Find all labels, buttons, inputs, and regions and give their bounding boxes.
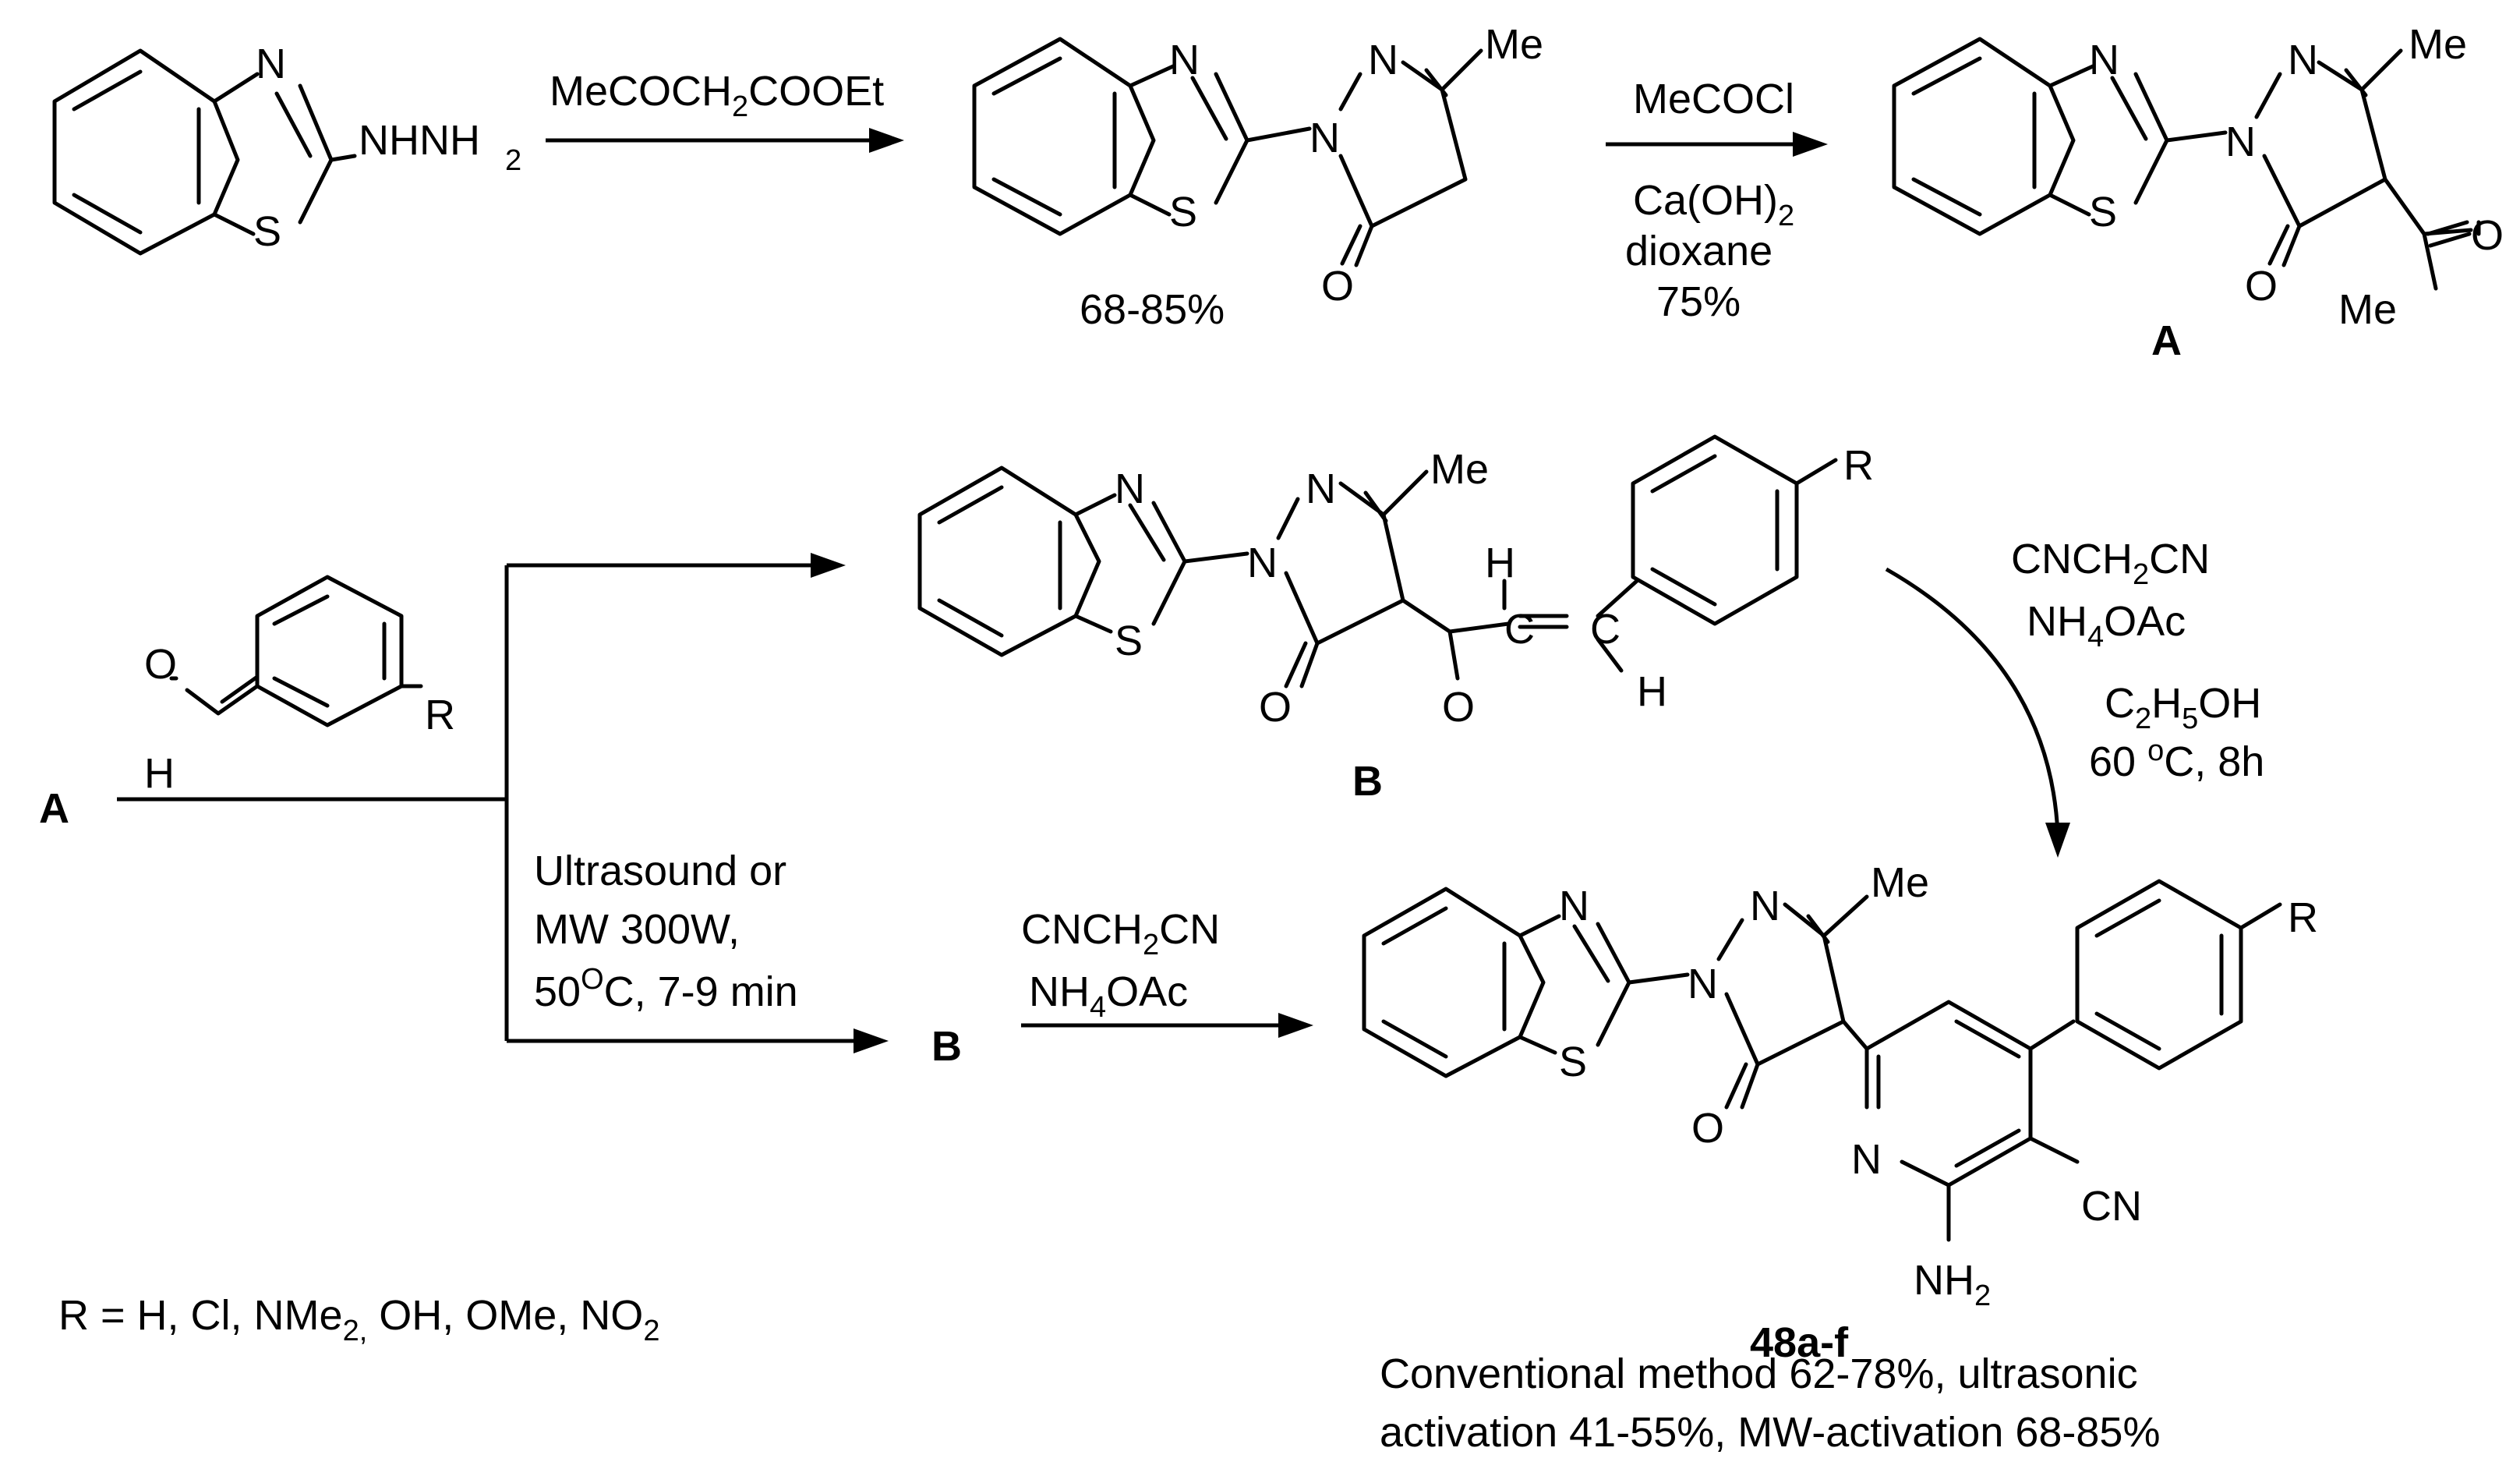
label-a: A [2151, 317, 2182, 364]
yields-note-line1: Conventional method 62-78%, ultrasonic [1380, 1350, 2138, 1397]
arrow-step2: MeCOCl Ca(OH)2 dioxane 75% [1606, 76, 1828, 325]
compound-a: N S N N Me O O Me A [1892, 21, 2504, 364]
pyridine-n: N [1851, 1136, 1882, 1183]
compound-b: N S N N Me O O C H C H R B [917, 434, 1874, 805]
atom-s: S [1559, 1039, 1587, 1085]
r-group-definition: R = H, Cl, NMe2, OH, OMe, NO2 [58, 1292, 659, 1347]
compound-a-start: A [39, 785, 507, 832]
atom-n: N [256, 41, 286, 87]
aldehyde-reagent: O H R [144, 575, 455, 797]
atom-n: N [1115, 465, 1145, 512]
atom-o: O [2245, 263, 2278, 310]
left-conditions: Ultrasound or MW 300W, 50OC, 7-9 min [534, 848, 798, 1015]
methyl-label: Me [1430, 446, 1489, 493]
atom-n1: N [1309, 115, 1340, 161]
product-48a-f: N S N N Me O N CN NH2 R 48a-f [1362, 859, 2318, 1366]
atom-o: O [1691, 1105, 1724, 1152]
label-b-bottom: B [931, 1023, 962, 1070]
hydrazine-label: NHNH [359, 117, 480, 164]
right-malononitrile: CNCH2CN [2011, 536, 2210, 591]
branch-lines [504, 553, 889, 1053]
methyl-label: Me [2409, 21, 2467, 68]
atom-n2: N [1750, 883, 1780, 929]
cond-line1: Ultrasound or [534, 848, 786, 894]
arrow-curved: CNCH2CN NH4OAc C2H5OH 60 oC, 8h [1885, 536, 2264, 858]
atom-o: O [1321, 263, 1354, 310]
cond-line2: MW 300W, [534, 906, 740, 953]
atom-n: N [1169, 37, 1200, 83]
atom-n: N [2089, 37, 2119, 83]
step1-yield: 68-85% [1080, 286, 1225, 333]
pyrazolone-intermediate: N S N N Me O 68-85% [972, 21, 1543, 333]
atom-n: N [1559, 883, 1589, 929]
step2-solvent: dioxane [1625, 228, 1772, 274]
hydrazine-subscript: 2 [505, 144, 521, 177]
atom-s: S [1115, 618, 1143, 664]
r-label: R [2288, 894, 2318, 941]
atom-n2: N [2288, 37, 2318, 83]
r-label: R [1843, 442, 1874, 489]
alkene-c1: C [1504, 606, 1535, 653]
yields-note-line2: activation 41-55%, MW-activation 68-85% [1380, 1409, 2160, 1456]
right-ethanol: C2H5OH [2105, 680, 2261, 735]
label-product: 48a-f [1750, 1319, 1849, 1366]
atom-n1: N [1247, 540, 1278, 586]
atom-n2: N [1306, 465, 1336, 512]
aldehyde-h: H [144, 750, 175, 797]
aldehyde-r: R [425, 692, 455, 738]
right-ammonium-acetate: NH4OAc [2027, 598, 2186, 653]
right-temperature: 60 oC, 8h [2089, 734, 2264, 785]
acetyl-methyl: Me [2338, 286, 2397, 333]
bottom-malononitrile: CNCH2CN [1021, 906, 1220, 961]
enone-o: O [1442, 684, 1475, 731]
methyl-label: Me [1871, 859, 1929, 906]
label-b: B [1352, 758, 1383, 805]
label-a-start: A [39, 785, 69, 832]
step2-reagent: MeCOCl [1633, 76, 1794, 122]
atom-s: S [1169, 189, 1197, 235]
step2-base: Ca(OH)2 [1633, 177, 1794, 232]
atom-n1: N [1688, 961, 1718, 1007]
atom-s: S [253, 208, 281, 255]
acetyl-o: O [2471, 212, 2504, 259]
atom-s: S [2089, 189, 2117, 235]
methyl-label: Me [1485, 21, 1543, 68]
atom-o: O [1259, 684, 1292, 731]
amino-label: NH2 [1914, 1257, 1991, 1312]
atom-n1: N [2225, 119, 2256, 165]
aldehyde-o: O [144, 641, 177, 688]
arrow-step1: MeCOCH2COOEt [546, 68, 904, 153]
step1-reagent: MeCOCH2COOEt [550, 68, 884, 123]
arrow-b-to-product: B CNCH2CN NH4OAc [931, 906, 1313, 1070]
step2-yield: 75% [1656, 278, 1741, 325]
cond-line3: 50OC, 7-9 min [534, 963, 798, 1015]
atom-n2: N [1368, 37, 1398, 83]
alkene-c2: C [1590, 606, 1621, 653]
benzothiazolyl-hydrazine: N S NHNH 2 [52, 41, 521, 256]
cyano-label: CN [2081, 1183, 2142, 1230]
alkene-h1: H [1485, 540, 1515, 586]
bottom-ammonium-acetate: NH4OAc [1029, 968, 1188, 1024]
alkene-h2: H [1637, 668, 1667, 715]
